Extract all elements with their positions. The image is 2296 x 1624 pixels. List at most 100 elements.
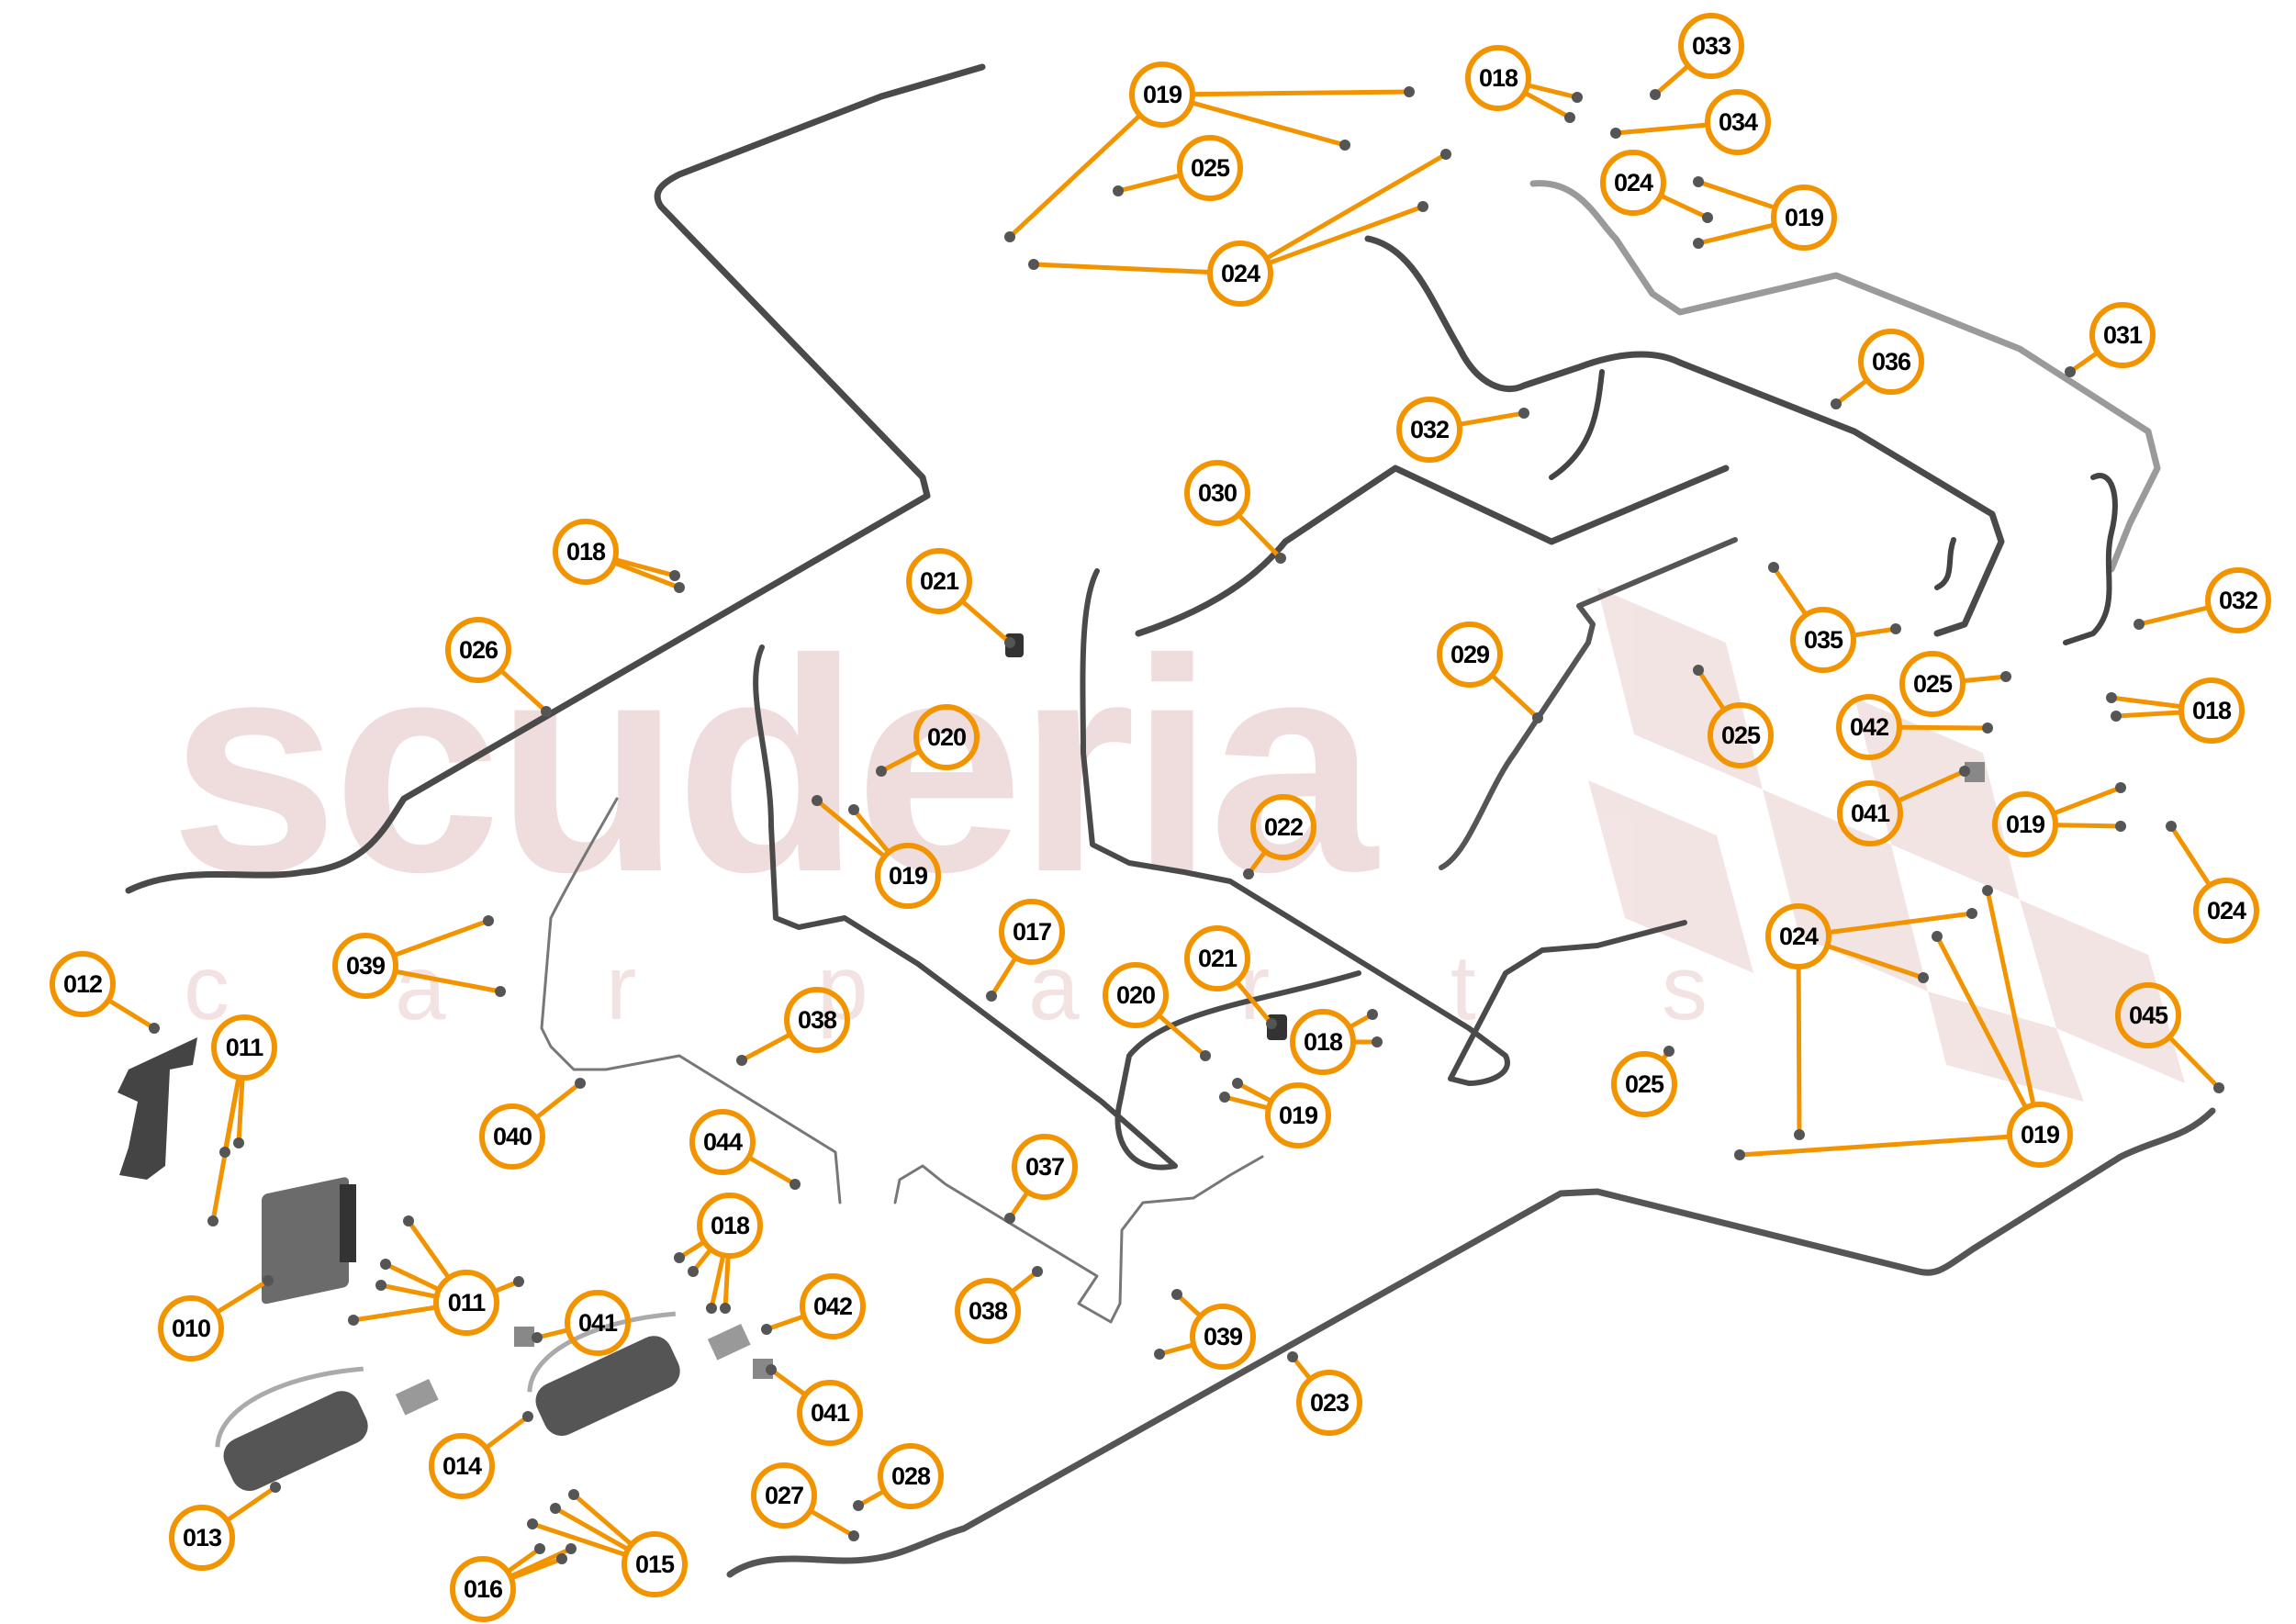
- callout-041[interactable]: 041: [797, 1380, 863, 1446]
- callout-020[interactable]: 020: [913, 704, 980, 770]
- callout-label: 024: [1778, 922, 1819, 950]
- ecu-010: [262, 1177, 356, 1305]
- leader-line-019: [1235, 1081, 1271, 1103]
- leader-line-025: [1696, 667, 1725, 711]
- fastener-011: [403, 1215, 414, 1226]
- callout-018[interactable]: 018: [553, 519, 619, 585]
- callout-016[interactable]: 016: [450, 1556, 516, 1622]
- fastener-015: [527, 1518, 538, 1529]
- callout-label: 021: [919, 566, 959, 595]
- callout-019[interactable]: 019: [875, 843, 941, 909]
- callout-039[interactable]: 039: [1190, 1304, 1256, 1370]
- callout-030[interactable]: 030: [1184, 460, 1250, 526]
- callout-023[interactable]: 023: [1296, 1370, 1362, 1436]
- fastener-018: [1372, 1036, 1383, 1047]
- fastener-018: [2111, 711, 2122, 722]
- callout-029[interactable]: 029: [1437, 622, 1503, 688]
- callout-025[interactable]: 025: [1611, 1051, 1677, 1117]
- callout-036[interactable]: 036: [1858, 329, 1924, 395]
- callout-038[interactable]: 038: [784, 987, 850, 1053]
- callout-018[interactable]: 018: [1290, 1009, 1356, 1075]
- callout-012[interactable]: 012: [50, 951, 116, 1017]
- callout-019[interactable]: 019: [1265, 1082, 1331, 1148]
- part-041-a: [514, 1327, 534, 1347]
- callout-013[interactable]: 013: [169, 1505, 235, 1571]
- callout-019[interactable]: 019: [1771, 185, 1837, 251]
- callout-018[interactable]: 018: [697, 1193, 763, 1259]
- callout-025[interactable]: 025: [1177, 135, 1243, 201]
- callout-label: 025: [1912, 669, 1953, 698]
- callout-039[interactable]: 039: [332, 933, 398, 999]
- leader-line-019: [1222, 1094, 1269, 1110]
- leader-line-044: [748, 1156, 798, 1187]
- fastener-035: [1890, 623, 1901, 634]
- callout-025[interactable]: 025: [1708, 702, 1774, 768]
- fastener-032: [2134, 619, 2145, 630]
- callout-045[interactable]: 045: [2115, 982, 2181, 1048]
- fastener-021: [1266, 1018, 1277, 1029]
- callout-044[interactable]: 044: [689, 1109, 756, 1175]
- callout-035[interactable]: 035: [1790, 607, 1856, 673]
- callout-021[interactable]: 021: [906, 548, 972, 614]
- fastener-019: [1982, 885, 1993, 896]
- callout-025[interactable]: 025: [1899, 651, 1966, 717]
- fastener-032: [1518, 408, 1529, 419]
- callout-024[interactable]: 024: [1765, 903, 1831, 969]
- callout-041[interactable]: 041: [1837, 780, 1903, 846]
- fasteners: [149, 86, 2224, 1564]
- callout-019[interactable]: 019: [1129, 62, 1195, 128]
- callout-040[interactable]: 040: [479, 1103, 545, 1170]
- leader-line-018: [1528, 84, 1580, 100]
- callout-032[interactable]: 032: [2205, 567, 2271, 633]
- watermark-brand: scuderia: [170, 596, 1379, 935]
- callout-031[interactable]: 031: [2089, 302, 2156, 368]
- callout-014[interactable]: 014: [429, 1433, 495, 1499]
- fastener-039: [495, 986, 506, 997]
- callout-label: 012: [62, 969, 103, 998]
- fastener-011: [233, 1137, 244, 1148]
- callout-024[interactable]: 024: [1207, 241, 1273, 307]
- callout-033[interactable]: 033: [1678, 13, 1744, 79]
- callout-027[interactable]: 027: [751, 1462, 817, 1529]
- callout-021[interactable]: 021: [1184, 925, 1250, 991]
- callout-017[interactable]: 017: [999, 899, 1065, 965]
- callout-019[interactable]: 019: [2007, 1102, 2073, 1168]
- leader-line-024: [1796, 967, 1802, 1137]
- callout-label: 040: [492, 1122, 532, 1150]
- callout-011[interactable]: 011: [433, 1270, 499, 1336]
- callout-022[interactable]: 022: [1250, 794, 1316, 860]
- callout-010[interactable]: 010: [158, 1295, 224, 1361]
- watermark-letter: s: [1662, 936, 1708, 1039]
- fastener-025: [1693, 665, 1704, 676]
- leader-line-036: [1833, 379, 1867, 407]
- callout-label: 011: [225, 1033, 264, 1061]
- callout-019[interactable]: 019: [1992, 791, 2058, 857]
- callout-032[interactable]: 032: [1396, 397, 1462, 463]
- callout-015[interactable]: 015: [622, 1531, 688, 1597]
- callout-018[interactable]: 018: [2178, 678, 2245, 744]
- callout-041[interactable]: 041: [565, 1290, 631, 1356]
- leader-line-042: [764, 1315, 804, 1332]
- callout-label: 019: [2005, 810, 2045, 838]
- leader-line-024: [1031, 262, 1210, 274]
- callout-038[interactable]: 038: [955, 1278, 1021, 1344]
- callout-011[interactable]: 011: [211, 1014, 277, 1081]
- callout-026[interactable]: 026: [445, 617, 511, 683]
- fastener-013: [270, 1482, 281, 1493]
- callout-024[interactable]: 024: [2193, 878, 2259, 944]
- fastener-019: [1693, 238, 1704, 249]
- leader-line-014: [486, 1414, 531, 1449]
- callout-020[interactable]: 020: [1103, 962, 1169, 1028]
- part-041-c: [1965, 762, 1985, 782]
- callout-034[interactable]: 034: [1705, 89, 1771, 155]
- callout-042[interactable]: 042: [800, 1273, 866, 1339]
- leader-line-025: [1963, 674, 2009, 683]
- fastener-017: [986, 991, 997, 1002]
- leader-line-019: [2055, 823, 2123, 829]
- fastener-025: [2000, 671, 2011, 682]
- callout-024[interactable]: 024: [1600, 150, 1666, 216]
- callout-028[interactable]: 028: [878, 1443, 944, 1509]
- callout-037[interactable]: 037: [1012, 1134, 1078, 1200]
- callout-018[interactable]: 018: [1465, 45, 1531, 111]
- callout-042[interactable]: 042: [1836, 694, 1902, 760]
